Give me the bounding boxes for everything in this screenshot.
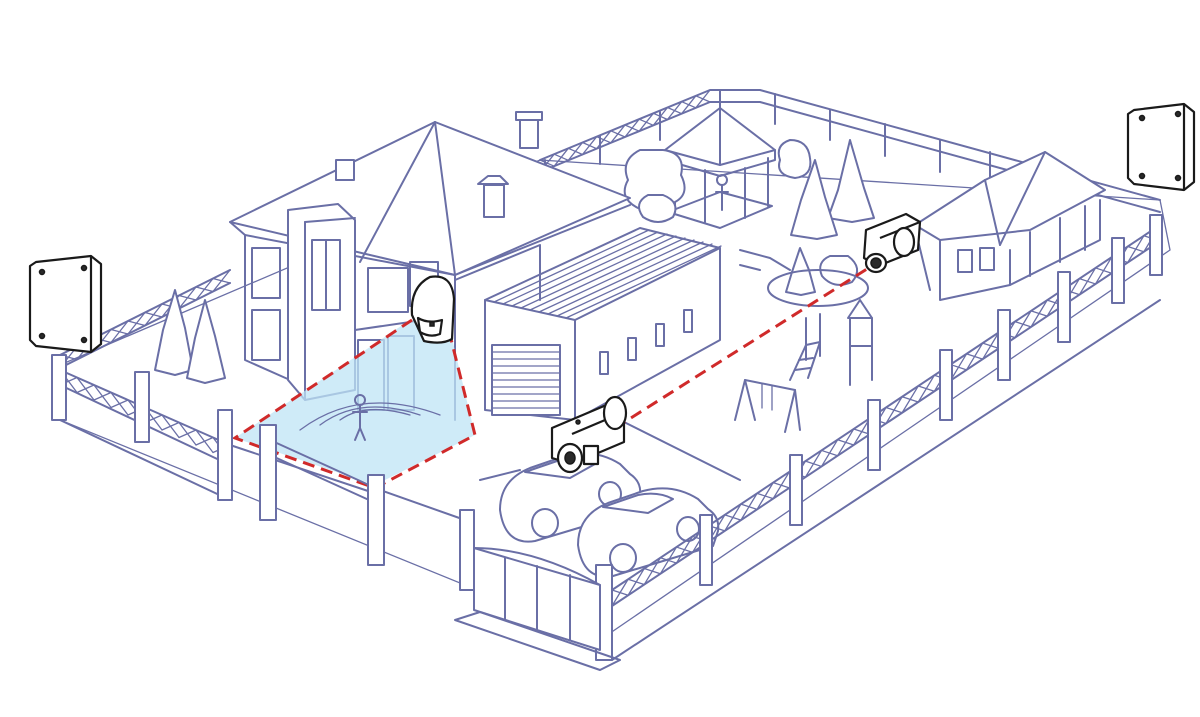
lattice-bar xyxy=(567,141,584,161)
panel-line xyxy=(538,239,695,313)
background-trees xyxy=(623,139,875,307)
driveway-cars xyxy=(479,419,741,578)
panel-line xyxy=(520,235,677,309)
lattice-bar xyxy=(885,396,903,425)
left-junction-box xyxy=(28,254,103,354)
lattice-bar xyxy=(581,136,598,156)
lattice-bar xyxy=(917,374,936,403)
lattice-bar xyxy=(1094,256,1113,285)
panel-line xyxy=(565,245,722,319)
right-fence xyxy=(611,214,1163,661)
lattice-bar xyxy=(627,567,645,596)
panel-line xyxy=(556,243,713,317)
lattice-bar xyxy=(1030,299,1048,328)
lattice-bar xyxy=(666,101,683,121)
lattice-bar xyxy=(756,481,774,511)
lattice-bar xyxy=(553,147,569,167)
lattice-bar xyxy=(638,112,654,132)
lattice-bar xyxy=(820,439,839,468)
lattice-bar xyxy=(901,385,919,414)
lattice-bar xyxy=(195,277,214,301)
lattice-bar xyxy=(144,303,163,327)
playground xyxy=(734,299,873,433)
lattice-bar xyxy=(178,286,197,310)
lattice-bar xyxy=(659,546,678,575)
rear-beam-unit xyxy=(862,212,922,274)
lattice-bar xyxy=(675,535,694,564)
lattice-bar xyxy=(110,399,129,409)
lattice-bar xyxy=(195,436,214,446)
back-fence xyxy=(539,89,1161,213)
lattice-bar xyxy=(93,391,112,401)
lattice-bar xyxy=(836,428,855,457)
lattice-bar xyxy=(643,557,662,586)
front-beam-unit xyxy=(550,395,628,474)
lattice-bar xyxy=(212,269,231,293)
lattice-bar xyxy=(740,492,758,521)
guest-house xyxy=(914,151,1106,301)
right-junction-box xyxy=(1126,102,1196,192)
panel-line xyxy=(547,241,704,315)
front-gate xyxy=(454,547,621,671)
lattice-bar xyxy=(1127,235,1145,264)
lattice-bar xyxy=(1078,267,1097,296)
lattice-bar xyxy=(611,578,629,607)
panel-line xyxy=(511,233,668,307)
ir-beam-line xyxy=(614,260,879,430)
lattice-bar xyxy=(624,118,640,138)
fence-pillars xyxy=(51,354,613,661)
lattice-bar xyxy=(982,331,1000,360)
lattice-bar xyxy=(949,353,968,382)
panel-line xyxy=(493,229,650,303)
lattice-bar xyxy=(76,384,95,394)
lattice-bar xyxy=(695,89,711,109)
lattice-bar xyxy=(1014,310,1032,339)
lattice-bar xyxy=(127,311,146,335)
panel-line xyxy=(502,231,659,305)
lattice-bar xyxy=(804,449,823,478)
lattice-bar xyxy=(772,471,790,500)
lattice-bar xyxy=(724,503,742,532)
garage xyxy=(484,227,722,421)
lattice-bar xyxy=(965,342,984,371)
pir-motion-sensor xyxy=(410,275,456,344)
lattice-bar xyxy=(681,95,697,115)
lattice-bar xyxy=(110,320,129,344)
lattice-bar xyxy=(161,421,180,431)
lattice-bar xyxy=(178,429,197,439)
front-left-trees xyxy=(154,289,226,384)
panel-line xyxy=(529,237,686,311)
lattice-bar xyxy=(610,124,626,144)
